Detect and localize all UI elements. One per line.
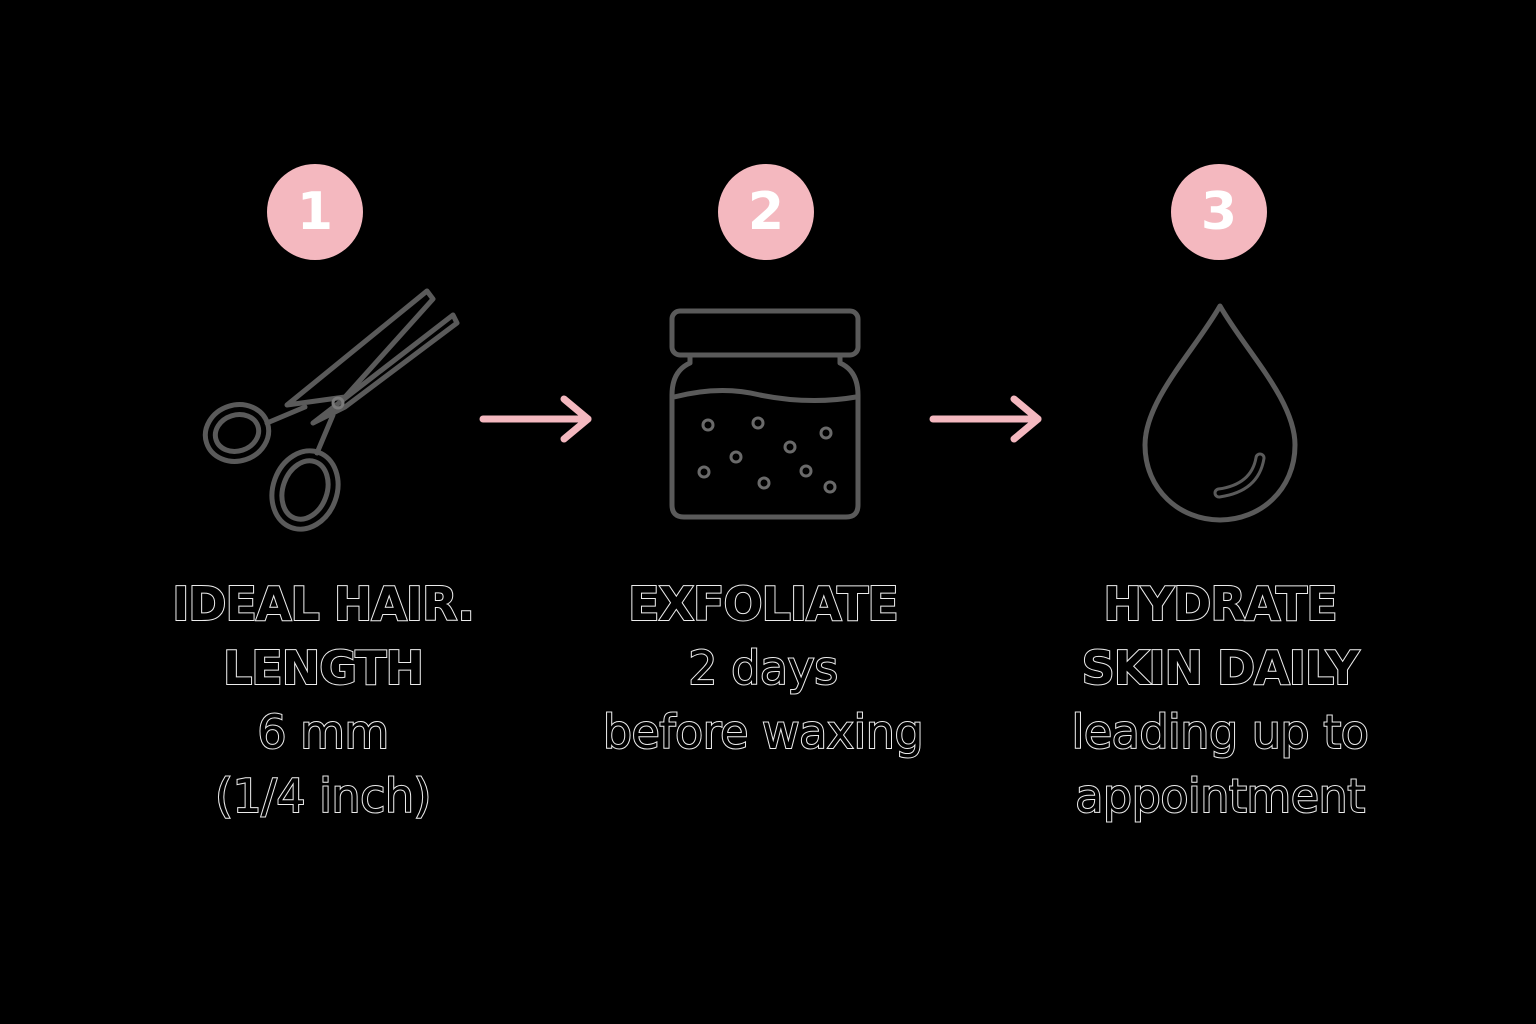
step-2-line-3: before waxing xyxy=(602,704,925,760)
step-3-line-2: SKIN DAILY xyxy=(1081,640,1361,696)
arrow-right-icon xyxy=(479,395,592,443)
step-1-badge: 1 xyxy=(267,164,363,260)
step-1-line-2: LENGTH xyxy=(222,640,425,696)
step-1-line-4: (1/4 inch) xyxy=(214,768,432,824)
step-3-label: HYDRATE SKIN DAILY leading up to appointmen… xyxy=(990,572,1450,828)
step-3-line-1: HYDRATE xyxy=(1102,576,1338,632)
step-1-line-1: IDEAL HAIR. xyxy=(171,576,476,632)
water-drop-icon xyxy=(1142,303,1298,523)
step-2-line-1: EXFOLIATE xyxy=(627,576,900,632)
step-2-label: EXFOLIATE 2 days before waxing xyxy=(533,572,993,764)
step-2-line-2: 2 days xyxy=(687,640,839,696)
step-1-line-3: 6 mm xyxy=(256,704,390,760)
scissors-icon xyxy=(202,288,460,532)
step-1-label: IDEAL HAIR. LENGTH 6 mm (1/4 inch) xyxy=(93,572,553,828)
arrow-right-icon xyxy=(929,395,1042,443)
jar-icon xyxy=(669,308,861,520)
step-3-line-4: appointment xyxy=(1074,768,1366,824)
step-3-badge: 3 xyxy=(1171,164,1267,260)
step-2-badge: 2 xyxy=(718,164,814,260)
step-3-line-3: leading up to xyxy=(1071,704,1370,760)
